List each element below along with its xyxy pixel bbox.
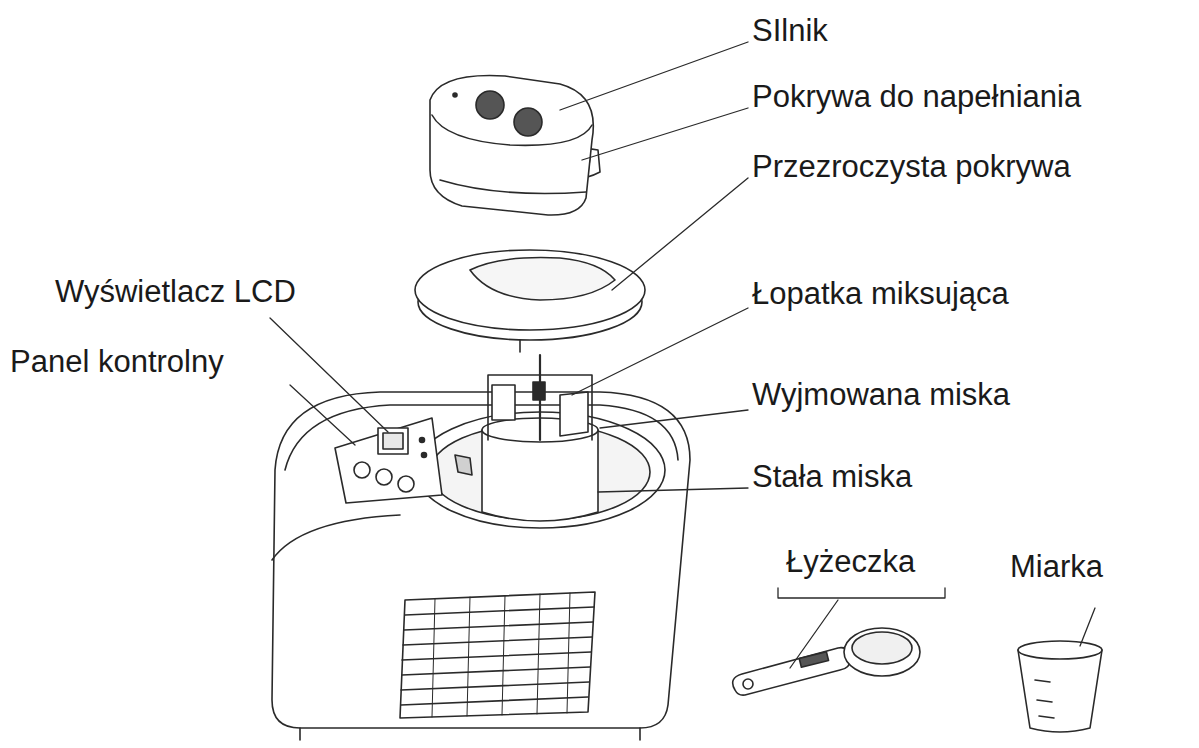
spoon bbox=[799, 652, 828, 668]
control-panel bbox=[335, 418, 442, 503]
vent-grille bbox=[401, 607, 594, 705]
bracket bbox=[778, 588, 945, 598]
motor-unit bbox=[514, 108, 542, 136]
control-panel bbox=[354, 462, 370, 478]
leader-lines bbox=[270, 42, 1095, 668]
spoon bbox=[844, 628, 920, 676]
part-label: Miarka bbox=[1010, 550, 1103, 584]
control-panel bbox=[420, 438, 425, 443]
control-panel bbox=[335, 418, 442, 503]
control-panel bbox=[383, 433, 403, 449]
part-label: Łyżeczka bbox=[786, 545, 915, 579]
spoon bbox=[733, 628, 920, 695]
leader-lines bbox=[270, 318, 388, 432]
motor-unit bbox=[476, 91, 504, 119]
part-label: Stała miska bbox=[752, 460, 912, 494]
leader-lines bbox=[598, 488, 748, 492]
leader-lines bbox=[290, 385, 355, 445]
transparent-lid bbox=[415, 250, 645, 352]
part-label: SIlnik bbox=[752, 14, 828, 48]
control-panel bbox=[422, 453, 427, 458]
measuring-cup bbox=[1018, 641, 1102, 732]
part-label: Panel kontrolny bbox=[10, 345, 224, 379]
spoon bbox=[733, 648, 851, 695]
part-label: Wyświetlacz LCD bbox=[55, 275, 296, 309]
vent-grille bbox=[432, 593, 570, 717]
control-panel bbox=[398, 476, 414, 492]
leader-lines bbox=[600, 410, 748, 428]
spoon bbox=[743, 679, 753, 689]
motor-unit bbox=[430, 76, 593, 216]
base-unit bbox=[300, 728, 640, 740]
removable-bowl bbox=[455, 455, 472, 475]
transparent-lid bbox=[415, 250, 645, 330]
control-panel bbox=[378, 428, 408, 454]
leader-lines bbox=[1080, 608, 1095, 646]
part-label: Przezroczysta pokrywa bbox=[752, 150, 1071, 184]
base-unit bbox=[272, 515, 400, 560]
control-panel bbox=[376, 469, 392, 485]
part-label: Łopatka miksująca bbox=[752, 277, 1009, 311]
bracket bbox=[778, 588, 945, 598]
motor-unit bbox=[440, 180, 586, 194]
measuring-cup bbox=[1035, 680, 1054, 718]
part-label: Wyjmowana miska bbox=[752, 378, 1010, 412]
removable-bowl bbox=[482, 430, 598, 521]
motor-unit bbox=[432, 115, 592, 145]
leader-lines bbox=[612, 178, 748, 290]
mixing-paddle bbox=[560, 392, 588, 436]
transparent-lid bbox=[519, 340, 521, 352]
vent-grille bbox=[400, 592, 595, 718]
spoon bbox=[852, 632, 912, 664]
base-unit bbox=[272, 392, 690, 740]
measuring-cup bbox=[1018, 641, 1102, 659]
part-label: Pokrywa do napełniania bbox=[752, 80, 1081, 114]
motor-unit bbox=[453, 93, 457, 97]
motor-unit bbox=[430, 76, 593, 216]
base-unit bbox=[272, 392, 690, 728]
mixing-paddle bbox=[492, 385, 515, 420]
mixing-paddle bbox=[533, 382, 545, 400]
leader-lines bbox=[560, 42, 748, 110]
leader-lines bbox=[790, 600, 838, 668]
mixing-paddle bbox=[488, 355, 592, 440]
transparent-lid bbox=[470, 258, 615, 301]
leader-lines bbox=[582, 108, 748, 160]
vent-grille bbox=[400, 592, 595, 718]
leader-lines bbox=[572, 308, 748, 395]
measuring-cup bbox=[1018, 650, 1102, 732]
